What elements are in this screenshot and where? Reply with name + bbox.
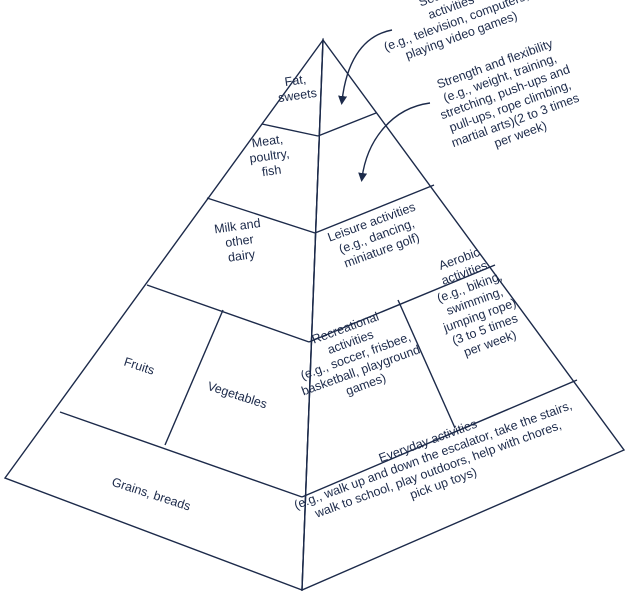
label-line: dairy — [227, 247, 257, 265]
left-divider-fruits-vegetables — [164, 309, 224, 446]
left-tier-line-4 — [59, 411, 303, 498]
left-tier-line-3 — [146, 284, 310, 343]
label-meat-poultry-fish: Meat,poultry,fish — [247, 131, 293, 180]
label-line: fish — [261, 163, 282, 180]
label-strength-flexibility: Strength and flexibility(e.g., weight, t… — [428, 34, 587, 164]
sedentary-arrow — [338, 29, 393, 105]
right-tier-line-2 — [314, 184, 435, 234]
left-tier-line-1 — [261, 123, 319, 137]
label-fat-sweets: Fat,sweets — [275, 71, 318, 105]
label-line: Fat, — [284, 72, 307, 89]
label-line: Milk and — [213, 216, 261, 236]
label-line: sweets — [277, 86, 317, 105]
label-line: Meat, — [251, 132, 284, 150]
pyramid-left-face — [3, 37, 324, 591]
right-tier-line-1 — [317, 112, 377, 137]
label-line: poultry, — [249, 146, 291, 165]
strength-arrow — [358, 102, 431, 182]
label-aerobic-activities: Aerobicactivities(e.g., biking,swimming,… — [420, 239, 528, 363]
right-divider-recreational-aerobic — [397, 299, 456, 429]
right-tier-line-4 — [301, 379, 578, 498]
right-tier-line-3 — [308, 264, 496, 343]
label-milk-dairy: Milk andotherdairy — [213, 216, 265, 266]
pyramid-ridge — [301, 39, 324, 591]
left-tier-line-2 — [206, 197, 316, 234]
label-line: other — [224, 232, 254, 250]
